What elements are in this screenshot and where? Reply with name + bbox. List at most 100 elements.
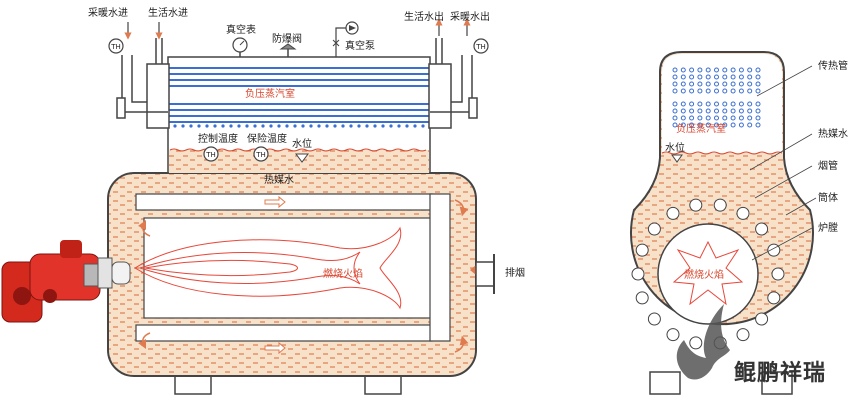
side-tube-dot: [697, 101, 703, 107]
tube-dot: [341, 124, 345, 128]
label-side-shell: 筒体: [818, 191, 838, 204]
side-tube-dot: [697, 67, 703, 73]
side-view: 负压蒸汽室 水位 燃烧火焰 传热管 热媒水 烟管 筒体 炉膛: [630, 51, 848, 395]
side-tube-dot: [722, 74, 728, 80]
side-tube-dot: [730, 81, 736, 87]
side-tube-dot: [714, 88, 719, 94]
tube-dot: [373, 124, 377, 128]
side-tube-dot: [697, 81, 703, 87]
side-flame-icon: [672, 240, 744, 306]
side-tube-dot: [689, 74, 695, 80]
side-tube-dot: [672, 122, 678, 128]
side-tube-dot: [714, 81, 719, 87]
side-tube-dot: [755, 101, 761, 107]
label-heat-medium-water: 热媒水: [264, 173, 294, 186]
side-tube-dot: [697, 108, 703, 114]
side-tube-dot: [730, 101, 736, 107]
tube-dot: [405, 124, 409, 128]
side-tube-dot: [730, 115, 736, 121]
side-tube-dot: [705, 122, 711, 128]
tube-dot: [261, 124, 265, 128]
tube-dot: [397, 124, 401, 128]
side-tube-dot: [738, 115, 744, 121]
side-tube-dot: [680, 115, 686, 121]
side-tube-dot: [738, 88, 744, 94]
side-tube-dot: [697, 88, 703, 94]
side-tube-dot: [680, 74, 686, 80]
steam-chamber-water: [169, 150, 429, 173]
side-tube-dot: [680, 67, 686, 73]
flow-arrow-front-bottom: [137, 332, 151, 350]
side-tube-dot: [722, 122, 728, 128]
smoke-tube: [689, 198, 703, 212]
side-tube-dot: [730, 122, 736, 128]
side-tube-dot: [705, 81, 711, 87]
protection-temp-sensor: [253, 146, 269, 162]
side-tube-dot: [738, 101, 744, 107]
tube-dot: [277, 124, 281, 128]
heat-exchange-tubes: [169, 67, 429, 128]
label-heating-water-in: 采暖水进: [88, 6, 128, 19]
side-heat-tubes: [672, 67, 761, 128]
side-tube-dot: [672, 67, 678, 73]
side-tube-dot: [672, 108, 678, 114]
tube-dot: [173, 124, 177, 128]
side-tube-dot: [689, 108, 695, 114]
side-tube-dot: [738, 81, 744, 87]
tube-dot: [349, 124, 353, 128]
side-tube-dot: [738, 74, 744, 80]
th-control-label: TH: [205, 151, 216, 159]
side-tube-dot: [714, 101, 719, 107]
side-tube-dot: [672, 88, 678, 94]
tube-dot: [237, 124, 241, 128]
side-tube-dot: [747, 81, 753, 87]
tube-dot: [301, 124, 305, 128]
label-side-smoke-tube: 烟管: [818, 159, 838, 172]
side-tube-dot: [747, 67, 753, 73]
smoke-tube: [635, 291, 649, 305]
label-negative-pressure-steam: 负压蒸汽室: [245, 87, 295, 100]
smoke-tube: [666, 328, 680, 342]
tube-header-right: [428, 63, 452, 129]
label-vacuum-pump: 真空泵: [345, 39, 375, 52]
side-tube-dot: [672, 81, 678, 87]
side-tube-dot: [680, 88, 686, 94]
flow-arrow-bottom: [264, 341, 286, 355]
tube-dot: [309, 124, 313, 128]
label-side-water-level: 水位: [665, 141, 685, 154]
smoke-tube: [666, 206, 680, 220]
label-side-heat-medium-water: 热媒水: [818, 127, 848, 140]
side-tube-dot: [714, 108, 719, 114]
side-tube-dot: [755, 115, 761, 121]
side-tube-dot: [714, 115, 719, 121]
tube-dot: [325, 124, 329, 128]
flow-arrow-rear-bottom: [454, 335, 469, 353]
side-tube-dot: [722, 88, 728, 94]
tube-dot: [269, 124, 273, 128]
label-water-level: 水位: [292, 137, 312, 150]
side-tube-dot: [747, 88, 753, 94]
side-tube-dot: [705, 67, 711, 73]
side-tube-dot: [722, 67, 728, 73]
side-tube-dot: [705, 101, 711, 107]
smoke-tube: [755, 222, 769, 236]
smoke-tube: [736, 206, 750, 220]
tube-dot: [333, 124, 337, 128]
side-tube-dot: [680, 108, 686, 114]
tube-dot: [197, 124, 201, 128]
smoke-tube: [647, 222, 661, 236]
side-tube-dot: [755, 74, 761, 80]
brand-logo: 鲲鹏祥瑞: [676, 304, 825, 386]
label-domestic-water-in: 生活水进: [148, 6, 188, 19]
side-tube-dot: [689, 88, 695, 94]
tube-dot: [357, 124, 361, 128]
tube-dot: [381, 124, 385, 128]
eagle-logo-icon: [676, 304, 730, 380]
side-tube-dot: [714, 122, 719, 128]
vacuum-valve-icon: [332, 39, 340, 47]
tube-dot: [221, 124, 225, 128]
side-tube-dot: [755, 67, 761, 73]
side-tube-dot: [738, 108, 744, 114]
